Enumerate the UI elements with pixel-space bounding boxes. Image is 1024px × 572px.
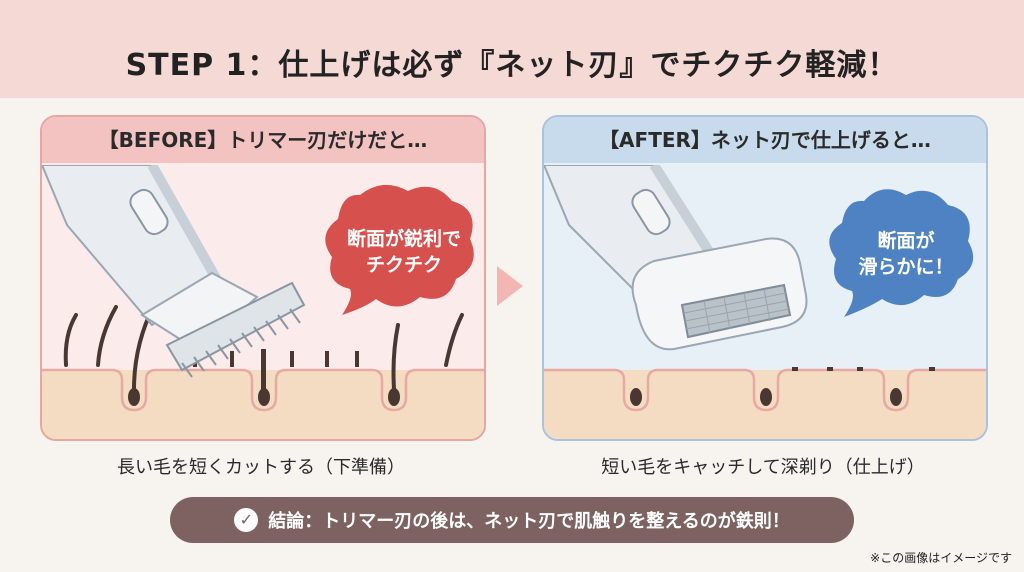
before-panel-header: 【BEFORE】トリマー刃だけだと…: [42, 117, 484, 163]
before-panel: 【BEFORE】トリマー刃だけだと…: [40, 115, 486, 441]
before-speech-bubble: 断面が鋭利で チクチク: [325, 184, 474, 315]
after-bubble-line1: 断面が: [877, 229, 934, 252]
header-band: [0, 0, 1024, 98]
after-caption: 短い毛をキャッチして深剃り（仕上げ）: [601, 457, 925, 478]
shaver-icon: [544, 162, 808, 351]
before-bubble-line1: 断面が鋭利で: [347, 227, 461, 250]
before-caption: 長い毛を短くカットする（下準備）: [117, 457, 405, 478]
after-panel-header: 【AFTER】ネット刃で仕上げると…: [544, 117, 986, 163]
after-speech-bubble: 断面が 滑らかに！: [829, 189, 974, 317]
check-circle-icon: ✓: [234, 508, 259, 532]
after-panel: 【AFTER】ネット刃で仕上げると…: [542, 115, 988, 441]
before-illustration: 断面が鋭利で チクチク: [42, 162, 484, 439]
image-note: ※この画像はイメージです: [870, 551, 1012, 565]
conclusion-banner: ✓ 結論：トリマー刃の後は、ネット刃で肌触りを整えるのが鉄則！: [170, 497, 854, 543]
right-arrow-icon: [497, 266, 523, 306]
trimmer-icon: [42, 162, 306, 378]
page-title: STEP 1：仕上げは必ず『ネット刃』でチクチク軽減！: [125, 48, 899, 83]
before-bubble-line2: チクチク: [366, 254, 442, 276]
conclusion-text: 結論：トリマー刃の後は、ネット刃で肌触りを整えるのが鉄則！: [268, 511, 790, 532]
after-bubble-line2: 滑らかに！: [858, 256, 953, 278]
after-illustration: 断面が 滑らかに！: [544, 162, 986, 439]
